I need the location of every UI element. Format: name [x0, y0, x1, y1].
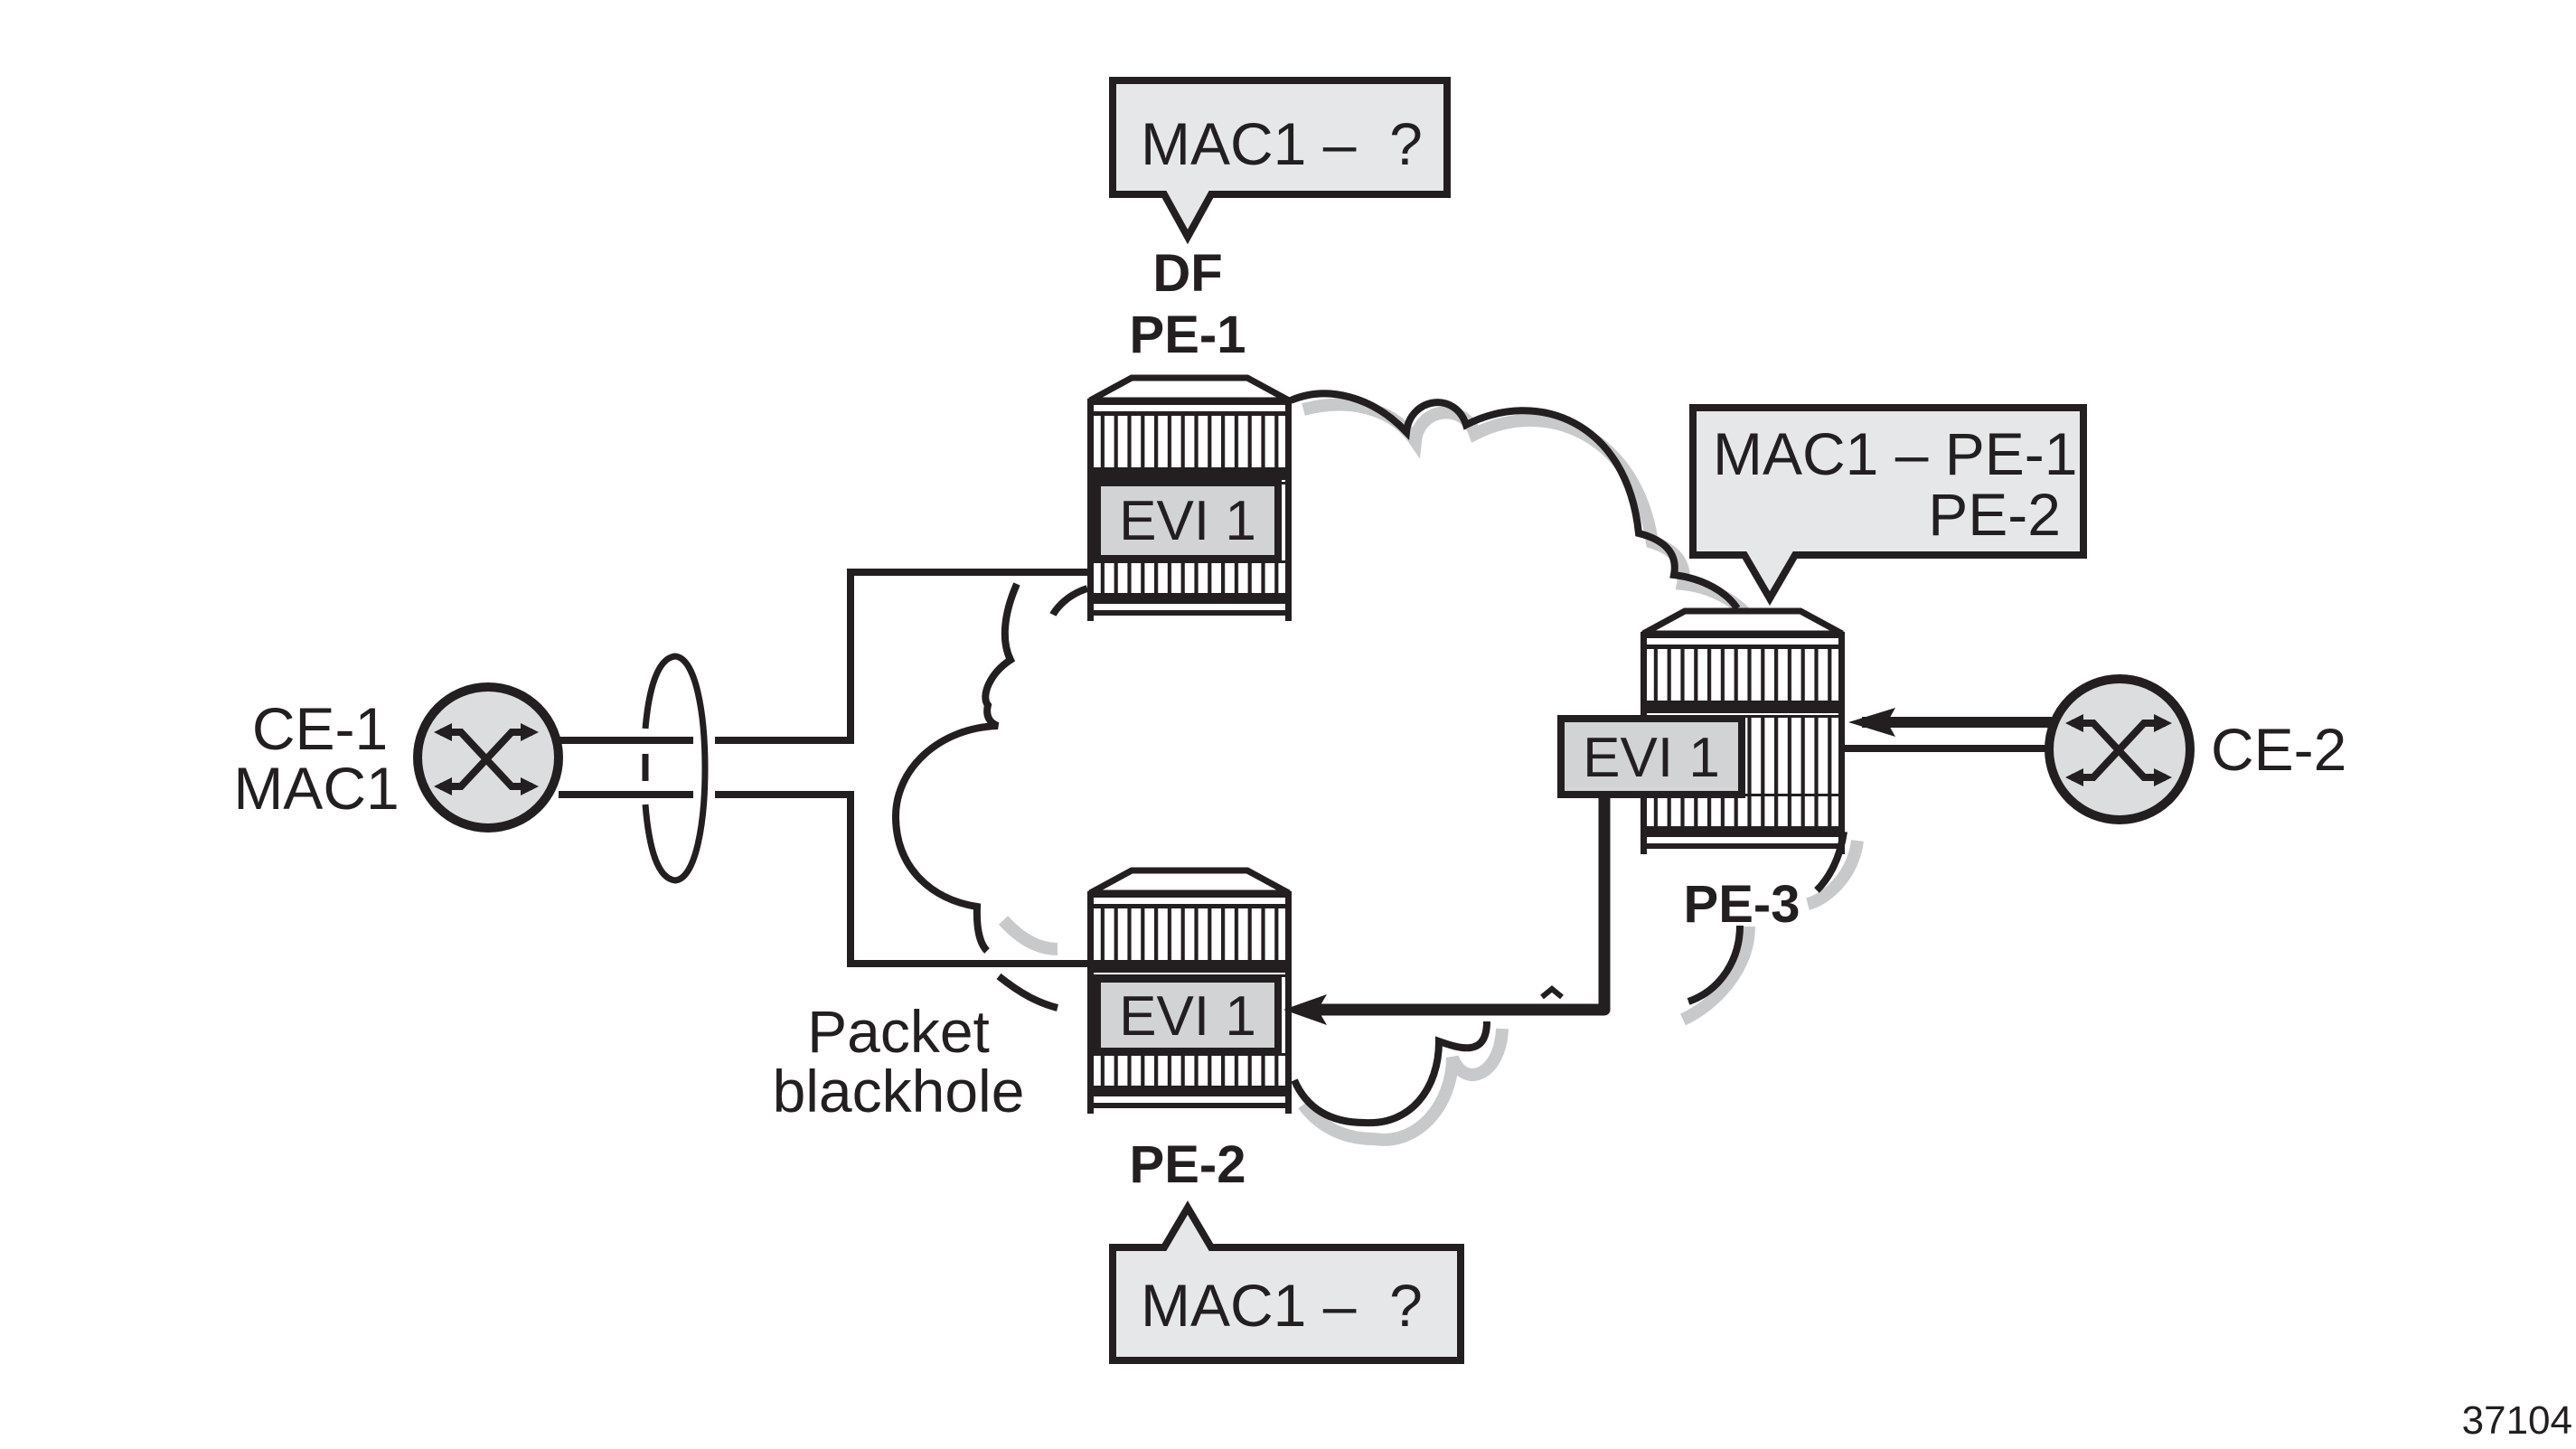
ce2-node[interactable]: CE-2 — [2045, 674, 2346, 824]
blackhole-annotation: Packet blackhole — [773, 998, 1025, 1124]
pe2-label: PE-2 — [1130, 1135, 1246, 1194]
cloud-mini-arc — [1540, 985, 1564, 1000]
cloud-outline-bottom — [1291, 1021, 1490, 1127]
pe3-callout-line1: MAC1 – PE-1 — [1713, 420, 2077, 487]
arrowhead-icon — [1283, 994, 1327, 1025]
ce1-label: CE-1 — [252, 695, 388, 762]
pe3-evi-box[interactable] — [1557, 715, 1745, 798]
cloud-shadow — [998, 398, 1864, 1146]
pe1-evi-box[interactable] — [1094, 479, 1282, 562]
pe3-label: PE-3 — [1684, 875, 1800, 934]
cloud-outline-lower-right — [1687, 925, 1744, 1005]
pe3-callout-line2: PE-2 — [1928, 481, 2061, 548]
pe2-evi-box[interactable] — [1094, 975, 1282, 1055]
cloud-outline-left — [891, 582, 1089, 1011]
figure-id: 37104 — [2462, 1398, 2572, 1443]
pe1-node[interactable]: EVI 1 DF PE-1 — [1087, 244, 1292, 621]
ce2-label: CE-2 — [2211, 716, 2346, 783]
pe2-node[interactable]: EVI 1 PE-2 — [1087, 870, 1292, 1194]
pe2-callout: MAC1 – ? — [1109, 1200, 1464, 1364]
pe1-evi-label: EVI 1 — [1119, 490, 1256, 552]
pe1-label: PE-1 — [1130, 306, 1246, 364]
pe2-evi-label: EVI 1 — [1119, 985, 1256, 1048]
provider-network-cloud — [891, 390, 1864, 1146]
pe1-callout-text: MAC1 – ? — [1141, 110, 1423, 177]
pe3-evi-label: EVI 1 — [1583, 727, 1720, 789]
cloud-outline — [1289, 390, 1741, 611]
pe3-node[interactable]: EVI 1 PE-3 — [1557, 611, 1845, 934]
blackhole-line2: blackhole — [773, 1058, 1025, 1124]
pe1-role-label: DF — [1152, 244, 1222, 303]
pe2-callout-text: MAC1 – ? — [1141, 1272, 1423, 1339]
ce2-access-link — [1845, 708, 2052, 752]
pe1-callout: MAC1 – ? — [1109, 77, 1451, 245]
blackhole-line1: Packet — [807, 998, 990, 1065]
lag-ellipse-icon — [642, 653, 709, 884]
pe3-callout: MAC1 – PE-1 PE-2 — [1689, 404, 2087, 606]
ce1-mac-label: MAC1 — [233, 755, 399, 822]
lag-links — [559, 569, 1087, 967]
traffic-flow-arrow — [1283, 795, 1611, 1025]
ce1-node[interactable]: CE-1 MAC1 — [233, 682, 563, 833]
arrowhead-icon — [1848, 708, 1895, 737]
